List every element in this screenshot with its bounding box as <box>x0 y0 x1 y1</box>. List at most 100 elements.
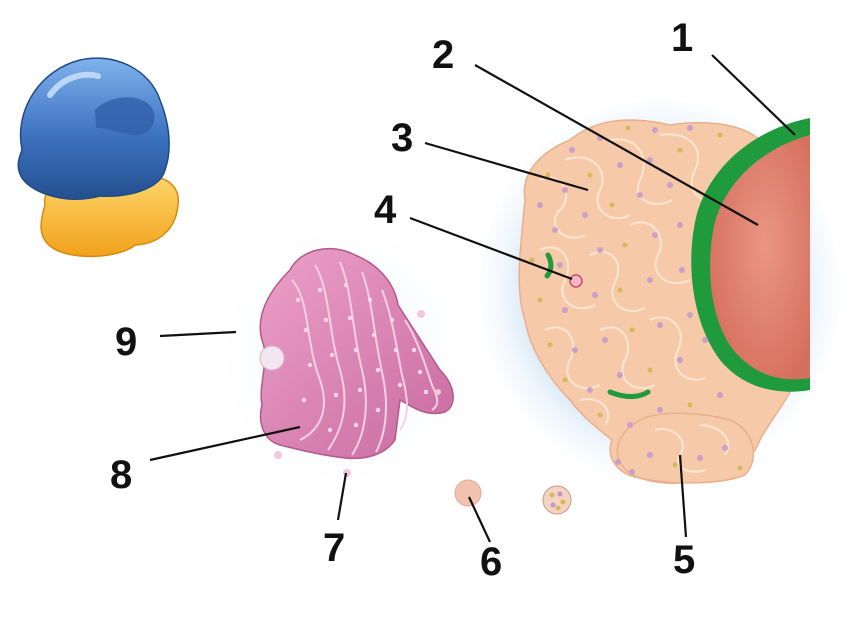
er-ribosome-dot <box>615 459 621 465</box>
leader-line-6 <box>468 496 491 543</box>
er-ribosome-dot <box>647 452 653 458</box>
er-ribosome-dot <box>652 232 658 238</box>
er-ribosome-dot <box>572 347 578 353</box>
er-ribosome-dot <box>562 377 568 383</box>
er-ribosome-dot <box>647 367 653 373</box>
leader-line-8 <box>149 425 301 462</box>
golgi-dot <box>295 297 301 303</box>
er-ribosome-dot <box>617 162 623 168</box>
er-ribosome-dot <box>617 372 623 378</box>
er-ribosome-dot <box>592 292 598 298</box>
er-ribosome-dot <box>687 402 693 408</box>
label-7: 7 <box>323 526 346 570</box>
er-ribosome-dot <box>537 297 543 303</box>
nucleus-and-er <box>480 100 840 484</box>
golgi-dot <box>343 282 349 288</box>
golgi-dots <box>295 282 429 433</box>
er-ribosome-dot <box>697 455 703 461</box>
vesicles <box>454 479 572 515</box>
er-ribosome-dot <box>545 172 551 178</box>
er-ribosome-dot <box>552 227 558 233</box>
golgi-vesicle-large <box>259 345 285 371</box>
er-ribosome-dot <box>677 357 683 363</box>
label-8: 8 <box>110 453 133 497</box>
leader-line-3 <box>424 141 589 192</box>
golgi-dot <box>307 362 313 368</box>
label-3: 3 <box>391 116 414 160</box>
er-ribosome-dot <box>617 287 623 293</box>
golgi-dot <box>353 347 359 353</box>
label-6: 6 <box>480 540 503 584</box>
label-9: 9 <box>115 320 138 364</box>
er-ribosome-dot <box>569 147 575 153</box>
er-ribosome-dot <box>737 465 743 471</box>
er-ribosome-dot <box>657 322 663 328</box>
golgi-dot <box>303 327 309 333</box>
golgi-dot <box>375 407 381 413</box>
label-1: 1 <box>671 16 694 60</box>
golgi-dot <box>357 387 363 393</box>
golgi-dot <box>423 389 429 395</box>
er-ribosome-dot <box>667 182 673 188</box>
er-ribosome-dot <box>647 157 653 163</box>
nucleus <box>710 135 810 380</box>
golgi-dot <box>371 332 377 338</box>
ribosome-large-subunit <box>17 57 170 200</box>
er-ribosome-dot <box>562 187 568 193</box>
er-ribosome-dot <box>562 307 568 313</box>
leader-line-4 <box>409 216 573 281</box>
golgi-dot <box>375 367 381 373</box>
er-ribosome-dot <box>629 469 635 475</box>
er-ribosome-dot <box>597 412 603 418</box>
golgi-dot <box>301 397 307 403</box>
secretory-vesicle <box>542 485 572 515</box>
label-4: 4 <box>374 188 397 232</box>
label-5: 5 <box>673 538 696 582</box>
golgi-dot <box>411 347 417 353</box>
golgi-dot <box>389 317 395 323</box>
er-ribosome-dot <box>687 312 693 318</box>
er-ribosome-dot <box>557 262 563 268</box>
er-ribosome-dot <box>687 125 693 131</box>
er-ribosome-dot <box>629 327 635 333</box>
er-ribosome-dot <box>672 462 678 468</box>
er-ribosome-dot <box>677 222 683 228</box>
leader-line-7 <box>336 472 348 521</box>
er-ribosome-dot <box>622 242 628 248</box>
golgi-dot <box>353 422 359 428</box>
er-ribosome-dot <box>717 132 723 138</box>
ribosome <box>17 57 179 258</box>
golgi-dot <box>367 297 373 303</box>
er-ribosome-dot <box>587 172 593 178</box>
er-ribosome-dot <box>597 247 603 253</box>
golgi-dot <box>397 382 403 388</box>
label-2: 2 <box>432 33 455 77</box>
leader-line-2 <box>474 64 759 226</box>
leader-line-5 <box>678 454 688 538</box>
er-ribosome-dot <box>717 392 723 398</box>
er-ribosome-dot <box>657 407 663 413</box>
er-ribosome-dot <box>609 202 615 208</box>
golgi-dot <box>333 392 339 398</box>
leader-line-1 <box>711 54 796 136</box>
leader-lines <box>149 54 796 543</box>
er-ribosome-dots <box>529 125 743 475</box>
golgi-dot <box>329 352 335 358</box>
golgi-dot <box>347 315 353 321</box>
er-ribosome-dot <box>529 257 535 263</box>
er-ribosome-dot <box>652 127 658 133</box>
golgi-dot <box>327 427 333 433</box>
er-ribosome-dot <box>702 337 708 343</box>
er-ribosome-dot <box>602 337 608 343</box>
leader-line-9 <box>159 330 237 338</box>
er-ribosome-dot <box>679 267 685 273</box>
golgi-dot <box>393 347 399 353</box>
transport-vesicle <box>454 479 482 507</box>
golgi-dot <box>317 287 323 293</box>
er-ribosome-dot <box>587 387 593 393</box>
er-ribosome-dot <box>637 192 643 198</box>
golgi-dot <box>323 317 329 323</box>
er-ribosome-dot <box>627 422 633 428</box>
